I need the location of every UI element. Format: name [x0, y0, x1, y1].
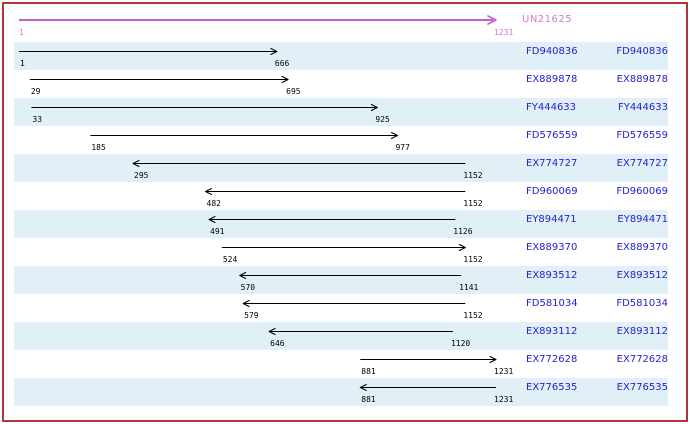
alignment-end-coord: 925 — [375, 115, 390, 124]
alignment-arrow-icon — [205, 188, 466, 195]
alignment-end-coord: 1126 — [453, 227, 473, 236]
accession-label-right[interactable]: FY444633 — [617, 102, 668, 113]
accession-label-right[interactable]: EX893512 — [616, 270, 668, 281]
accession-label[interactable]: EX774727 — [526, 158, 578, 169]
accession-label-right[interactable]: EX774727 — [616, 158, 668, 169]
row-shade — [14, 378, 668, 406]
alignment-start-coord: 579 — [244, 311, 259, 320]
accession-label-right[interactable]: EY894471 — [617, 214, 668, 225]
accession-label-right[interactable]: FD576559 — [616, 130, 668, 141]
accession-label[interactable]: EX889878 — [526, 74, 578, 85]
accession-label[interactable]: FD940836 — [526, 46, 578, 57]
alignment-arrow-icon — [132, 160, 466, 167]
accession-label-right[interactable]: EX772628 — [616, 354, 668, 365]
alignment-arrow-icon — [19, 48, 278, 55]
alignment-arrow-icon — [239, 272, 462, 279]
row-shade — [14, 210, 668, 238]
accession-label-right[interactable]: FD960069 — [616, 186, 668, 197]
alignment-end-coord: 1120 — [450, 339, 471, 348]
alignment-row: 33 925 FY444633 FY444633 — [0, 98, 690, 126]
alignment-row: 295 1152 EX774727 EX774727 — [0, 154, 690, 182]
alignment-row: 1 666 FD940836 FD940836 — [0, 42, 690, 70]
alignment-arrow-icon — [359, 384, 496, 391]
alignment-end-coord: 695 — [286, 87, 301, 96]
row-shade — [14, 42, 668, 70]
alignment-row: 185 977 FD576559 FD576559 — [0, 126, 690, 154]
accession-label[interactable]: FD581034 — [526, 298, 578, 309]
alignment-start-coord: 491 — [210, 227, 225, 236]
alignment-start-coord: 185 — [91, 143, 106, 152]
accession-label[interactable]: EX889370 — [526, 242, 578, 253]
alignment-start-coord: 295 — [134, 171, 149, 180]
alignment-end-coord: 1141 — [459, 283, 479, 292]
alignment-row: 491 1126 EY894471 EY894471 — [0, 210, 690, 238]
alignment-start-coord: 881 — [361, 395, 376, 404]
accession-label-right[interactable]: FD940836 — [616, 46, 668, 57]
reference-name-label: UN21625 — [522, 14, 573, 25]
alignment-arrow-icon — [221, 244, 466, 251]
alignment-row: 570 1141 EX893512 EX893512 — [0, 266, 690, 294]
row-shade — [14, 98, 668, 126]
alignment-arrow-icon — [242, 300, 466, 307]
accession-label-right[interactable]: EX776535 — [616, 382, 668, 393]
alignment-end-coord: 666 — [274, 59, 290, 68]
row-shade — [14, 266, 668, 294]
accession-label-right[interactable]: EX889370 — [616, 242, 668, 253]
alignment-row: 646 1120 EX893112 EX893112 — [0, 322, 690, 350]
alignment-arrow-icon — [208, 216, 456, 223]
alignment-end-coord: 977 — [395, 143, 410, 152]
accession-label[interactable]: FD960069 — [526, 186, 578, 197]
alignment-row: 881 1231 EX776535 EX776535 — [0, 378, 690, 406]
alignment-end-coord: 1152 — [463, 171, 483, 180]
alignment-row: 29 695 EX889878 EX889878 — [0, 70, 690, 98]
accession-label[interactable]: EY894471 — [526, 214, 577, 225]
alignment-end-coord: 1152 — [463, 255, 483, 264]
alignment-end-coord: 1231 — [494, 367, 514, 376]
alignment-end-coord: 1231 — [494, 395, 514, 404]
accession-label[interactable]: EX893112 — [526, 326, 578, 337]
reference-start-coord: 1 — [19, 28, 24, 37]
reference-end-coord: 1231 — [494, 28, 514, 37]
alignment-end-coord: 1152 — [463, 311, 483, 320]
alignment-start-coord: 482 — [206, 199, 221, 208]
alignment-start-coord: 1 — [20, 59, 25, 68]
alignment-arrow-icon — [31, 104, 378, 111]
alignment-end-coord: 1152 — [463, 199, 483, 208]
alignment-start-coord: 33 — [32, 115, 43, 124]
alignment-arrow-icon — [29, 76, 289, 83]
alignment-row: 579 1152 FD581034 FD581034 — [0, 294, 690, 322]
accession-label-right[interactable]: EX893112 — [616, 326, 668, 337]
alignment-row: 881 1231 EX772628 EX772628 — [0, 350, 690, 378]
alignment-start-coord: 29 — [30, 87, 41, 96]
row-shade — [14, 154, 668, 182]
alignment-start-coord: 881 — [361, 367, 376, 376]
accession-label[interactable]: EX776535 — [526, 382, 578, 393]
alignment-arrow-icon — [268, 328, 453, 335]
alignment-arrow-icon — [360, 356, 497, 363]
accession-label-right[interactable]: FD581034 — [616, 298, 668, 309]
alignment-row: 482 1152 FD960069 FD960069 — [0, 182, 690, 210]
alignment-start-coord: 524 — [222, 255, 238, 264]
alignment-start-coord: 570 — [240, 283, 256, 292]
alignment-arrow-icon — [90, 132, 398, 139]
row-shade — [14, 322, 668, 350]
accession-label-right[interactable]: EX889878 — [616, 74, 668, 85]
accession-label[interactable]: EX772628 — [526, 354, 578, 365]
alignment-start-coord: 646 — [270, 339, 285, 348]
alignment-row: 524 1152 EX889370 EX889370 — [0, 238, 690, 266]
reference-row: UN21625 1 1231 — [0, 0, 690, 42]
reference-arrow-icon — [19, 15, 497, 25]
accession-label[interactable]: FY444633 — [526, 102, 577, 113]
accession-label[interactable]: FD576559 — [526, 130, 578, 141]
accession-label[interactable]: EX893512 — [526, 270, 578, 281]
